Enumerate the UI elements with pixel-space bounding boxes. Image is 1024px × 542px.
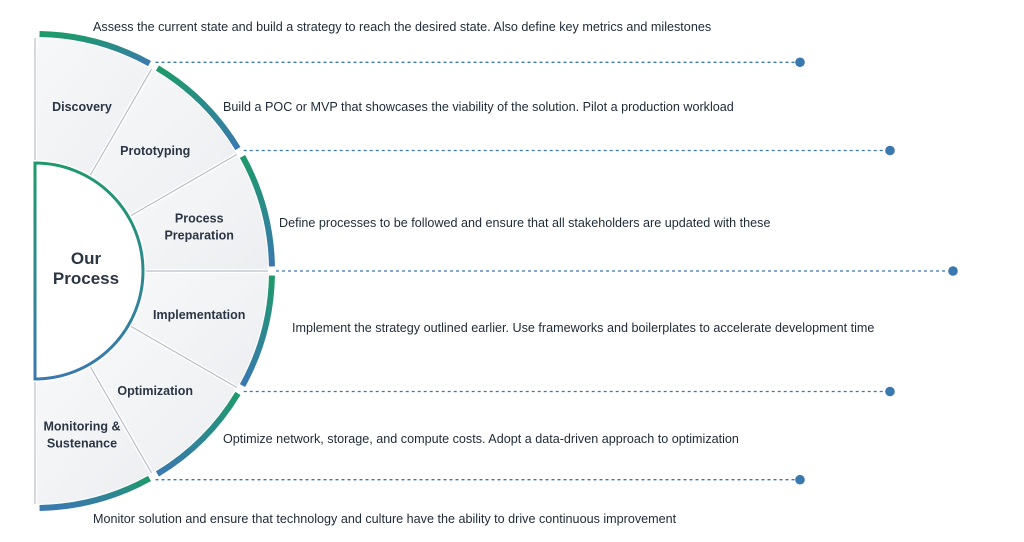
stage-description-process-preparation: Define processes to be followed and ensu… bbox=[279, 216, 771, 230]
stage-description-monitoring-sustenance: Monitor solution and ensure that technol… bbox=[93, 512, 677, 526]
segment-label-prototyping-1: Prototyping bbox=[120, 144, 190, 158]
segment-monitoring-sustenance bbox=[35, 367, 152, 504]
segment-label-optimization-1: Optimization bbox=[117, 384, 193, 398]
segment-label-process-preparation-1: Process bbox=[175, 212, 224, 226]
segment-divider-5 bbox=[89, 366, 153, 474]
connector-dot-2 bbox=[885, 145, 895, 156]
segment-divider-1 bbox=[89, 68, 153, 176]
connector-dot-4 bbox=[885, 386, 895, 397]
segments-layer: DiscoveryPrototypingProcessPreparationIm… bbox=[33, 31, 275, 511]
center-layer: Our Process bbox=[33, 161, 145, 381]
stage-description-prototyping: Build a POC or MVP that showcases the vi… bbox=[223, 100, 734, 114]
connector-dot-3 bbox=[948, 266, 958, 276]
segment-label-implementation-1: Implementation bbox=[153, 308, 245, 322]
center-title-line-1: Our bbox=[71, 249, 102, 268]
segment-label-process-preparation-2: Preparation bbox=[164, 229, 233, 243]
center-title-line-2: Process bbox=[53, 269, 119, 288]
segment-discovery bbox=[35, 38, 152, 175]
connector-dot-1 bbox=[795, 57, 805, 68]
ring-arc-implementation bbox=[239, 275, 275, 387]
segment-label-discovery-1: Discovery bbox=[52, 100, 112, 114]
connector-dot-5 bbox=[795, 474, 805, 485]
ring-arc-process-preparation bbox=[239, 155, 275, 267]
segment-process-preparation bbox=[131, 154, 268, 271]
ring-arc-discovery bbox=[39, 31, 151, 67]
segment-label-monitoring-sustenance-1: Monitoring & bbox=[43, 420, 120, 434]
connectors-layer bbox=[155, 57, 958, 485]
segment-prototyping bbox=[90, 69, 237, 216]
segment-label-monitoring-sustenance-2: Sustenance bbox=[47, 437, 117, 451]
segment-divider-2 bbox=[130, 153, 238, 217]
ring-arc-optimization bbox=[155, 391, 241, 477]
stage-description-implementation: Implement the strategy outlined earlier.… bbox=[292, 321, 875, 335]
stage-description-discovery: Assess the current state and build a str… bbox=[93, 20, 712, 34]
segment-implementation bbox=[131, 271, 268, 388]
ring-arc-monitoring-sustenance bbox=[39, 475, 151, 511]
stage-description-optimization: Optimize network, storage, and compute c… bbox=[223, 432, 739, 446]
center-circle bbox=[33, 161, 145, 381]
segment-optimization bbox=[90, 326, 237, 473]
segment-divider-4 bbox=[130, 325, 238, 389]
ring-arc-prototyping bbox=[155, 65, 241, 151]
